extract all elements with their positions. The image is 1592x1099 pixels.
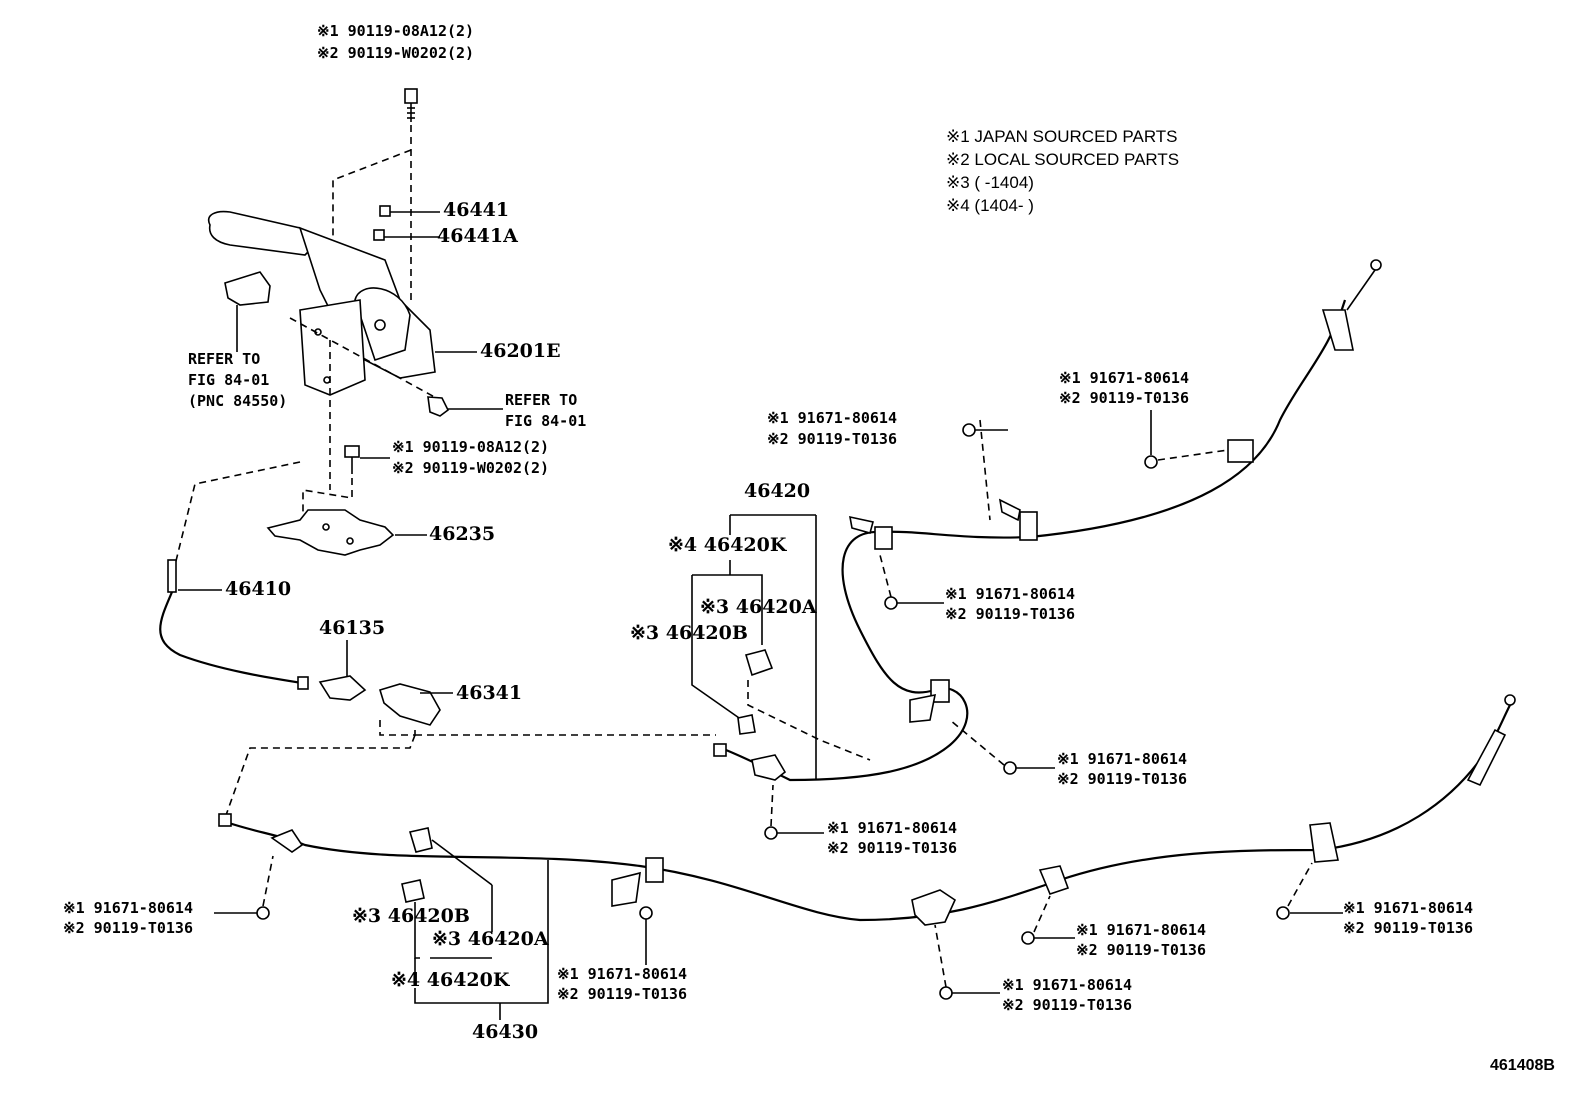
parking-brake-lever xyxy=(208,210,436,396)
callout-bolt-top-1: ※1 90119-08A12(2) xyxy=(317,22,475,40)
part-46420B-upper: ※3 46420B xyxy=(630,622,748,644)
callout-clamp-5b: ※2 90119-T0136 xyxy=(827,839,957,857)
part-46420: 46420 xyxy=(744,480,811,502)
part-46235: 46235 xyxy=(429,523,496,545)
equalizer xyxy=(318,675,441,726)
bolt-refer-right xyxy=(427,396,503,417)
callout-clamp-3b: ※2 90119-T0136 xyxy=(945,605,1075,623)
callout-clamp-4a: ※1 91671-80614 xyxy=(1057,750,1187,768)
bolt-top xyxy=(404,88,418,122)
note-after-1404: ※4 (1404- ) xyxy=(946,196,1034,215)
callout-clamp-8a: ※1 91671-80614 xyxy=(1076,921,1206,939)
callout-clamp-9b: ※2 90119-T0136 xyxy=(557,985,687,1003)
part-46420B-lower: ※3 46420B xyxy=(352,905,470,927)
callout-clamp-1a: ※1 91671-80614 xyxy=(1059,369,1189,387)
callout-clamp-8b: ※2 90119-T0136 xyxy=(1076,941,1206,959)
callout-bolt-mid-2: ※2 90119-W0202(2) xyxy=(392,459,550,477)
group-46430-brackets xyxy=(401,827,549,1020)
part-46420K-lower: ※4 46420K xyxy=(391,969,510,991)
note-local-sourced: ※2 LOCAL SOURCED PARTS xyxy=(946,150,1180,169)
callout-clamp-10a: ※1 91671-80614 xyxy=(1002,976,1132,994)
callout-clamp-7a: ※1 91671-80614 xyxy=(1343,899,1473,917)
part-46201E: 46201E xyxy=(480,340,561,362)
bolt-middle xyxy=(344,445,390,474)
callout-bolt-top-2: ※2 90119-W0202(2) xyxy=(317,44,475,62)
group-46420-brackets xyxy=(691,514,871,780)
part-46420A-upper: ※3 46420A xyxy=(700,596,817,618)
note-before-1404: ※3 ( -1404) xyxy=(946,173,1034,192)
bracket-46235 xyxy=(266,509,395,556)
part-46441A: 46441A xyxy=(437,225,518,247)
callout-clamp-9a: ※1 91671-80614 xyxy=(557,965,687,983)
callout-clamp-6a: ※1 91671-80614 xyxy=(63,899,193,917)
refer-left-1: REFER TO xyxy=(188,350,261,368)
refer-right-2: FIG 84-01 xyxy=(505,412,587,430)
figure-id: 461408B xyxy=(1490,1057,1555,1074)
part-46410: 46410 xyxy=(225,578,292,600)
note-japan-sourced: ※1 JAPAN SOURCED PARTS xyxy=(946,127,1178,146)
part-46135: 46135 xyxy=(319,617,386,639)
part-46430: 46430 xyxy=(472,1021,539,1043)
callout-clamp-10b: ※2 90119-T0136 xyxy=(1002,996,1132,1014)
callout-clamp-2a: ※1 91671-80614 xyxy=(767,409,897,427)
callout-clamp-5a: ※1 91671-80614 xyxy=(827,819,957,837)
refer-left-3: (PNC 84550) xyxy=(188,392,288,410)
callout-clamp-3a: ※1 91671-80614 xyxy=(945,585,1075,603)
clamp-bolts xyxy=(214,410,1343,1000)
part-46420K-upper: ※4 46420K xyxy=(668,534,787,556)
cable-left-lower xyxy=(218,694,1516,926)
part-46420A-lower: ※3 46420A xyxy=(432,928,549,950)
callout-clamp-4b: ※2 90119-T0136 xyxy=(1057,770,1187,788)
callout-bolt-mid-1: ※1 90119-08A12(2) xyxy=(392,438,550,456)
cable-46410 xyxy=(159,559,309,690)
callout-clamp-1b: ※2 90119-T0136 xyxy=(1059,389,1189,407)
callout-clamp-7b: ※2 90119-T0136 xyxy=(1343,919,1473,937)
refer-right-1: REFER TO xyxy=(505,391,578,409)
refer-left-2: FIG 84-01 xyxy=(188,371,270,389)
callout-clamp-2b: ※2 90119-T0136 xyxy=(767,430,897,448)
part-46341: 46341 xyxy=(456,682,523,704)
part-46441: 46441 xyxy=(443,199,510,221)
callout-clamp-6b: ※2 90119-T0136 xyxy=(63,919,193,937)
cable-right-upper xyxy=(713,259,1382,782)
